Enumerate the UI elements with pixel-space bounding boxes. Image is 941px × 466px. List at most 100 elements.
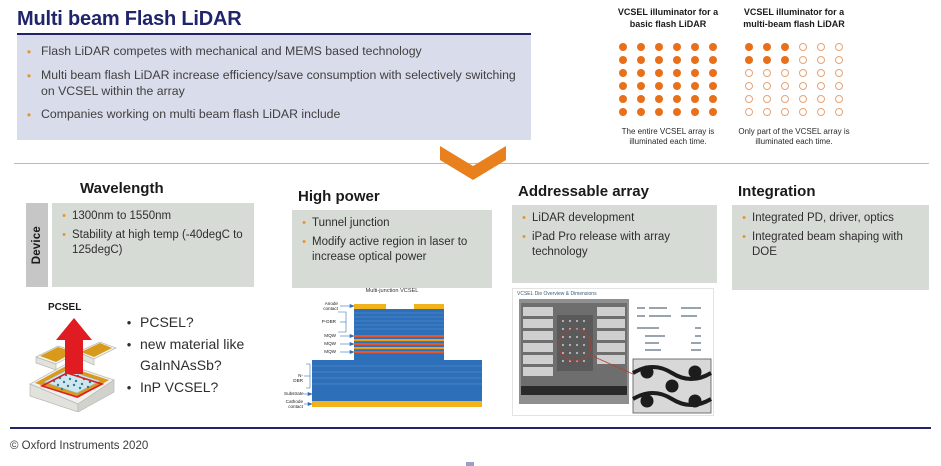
vcsel-dot-lit	[619, 82, 627, 90]
page-title: Multi beam Flash LiDAR	[17, 8, 242, 30]
intro-item-text: Companies working on multi beam flash Li…	[41, 107, 341, 121]
vcsel-dot-lit	[673, 95, 681, 103]
vcsel-dot-unlit	[835, 95, 843, 103]
bullet-icon: •	[62, 210, 66, 222]
vcsel-dot-lit	[673, 82, 681, 90]
column-item-text: Integrated beam shaping with DOE	[752, 231, 903, 258]
vcsel-dot-unlit	[835, 69, 843, 77]
list-item: • InP VCSEL?	[118, 377, 298, 398]
list-item: • Integrated beam shaping with DOE	[736, 230, 921, 260]
vcsel-dot-lit	[655, 95, 663, 103]
vcsel-dot-lit	[619, 56, 627, 64]
vcsel-dot-unlit	[781, 95, 789, 103]
bullet-icon: •	[126, 337, 132, 352]
vcsel-dot-lit	[709, 43, 717, 51]
list-item: • PCSEL?	[118, 312, 298, 333]
footer-copyright: © Oxford Instruments 2020	[10, 440, 149, 452]
vcsel-dot-lit	[709, 95, 717, 103]
vcsel-dot-unlit	[763, 69, 771, 77]
column-list-addressable-array: • LiDAR development • iPad Pro release w…	[512, 205, 717, 270]
mjv-title: Multi-junction VCSEL	[365, 288, 419, 294]
vcsel-dot-unlit	[817, 56, 825, 64]
vcsel-dot-lit	[655, 108, 663, 116]
multi-junction-vcsel-diagram: Multi-junction VCSEL	[284, 288, 492, 414]
mjv-label-pdbr: P-DBR	[321, 319, 336, 324]
intro-bullet-list: • Flash LiDAR competes with mechanical a…	[17, 36, 531, 123]
mjv-label-anode: Anode contact	[323, 301, 338, 312]
column-box-wavelength: • 1300nm to 1550nm • Stability at high t…	[52, 203, 254, 287]
vcsel-dot-lit	[709, 82, 717, 90]
vcsel-dot-unlit	[799, 82, 807, 90]
column-heading-wavelength: Wavelength	[80, 180, 164, 197]
vcsel-dot-unlit	[745, 82, 753, 90]
bullet-icon: •	[126, 315, 132, 330]
vcsel-dot-lit	[691, 82, 699, 90]
vcsel-dot-lit	[763, 43, 771, 51]
vcsel-dot-lit	[655, 69, 663, 77]
vcsel-dot-lit	[691, 69, 699, 77]
vcsel-dot-lit	[673, 43, 681, 51]
section-divider	[14, 163, 929, 164]
bullet-icon: •	[742, 212, 746, 224]
vcsel-dot-unlit	[835, 82, 843, 90]
vcsel-dot-unlit	[817, 95, 825, 103]
vcsel-dot-lit	[673, 108, 681, 116]
vcsel-dot-lit	[709, 69, 717, 77]
vcsel-dot-unlit	[799, 95, 807, 103]
vcsel-dot-unlit	[745, 95, 753, 103]
vcsel-dot-lit	[745, 56, 753, 64]
vcsel-dot-lit	[709, 56, 717, 64]
vcsel-basic-caption-bottom: The entire VCSEL array is illuminated ea…	[621, 127, 715, 146]
list-item: • Companies working on multi beam flash …	[17, 106, 531, 123]
pcsel-item-text: InP VCSEL?	[140, 379, 219, 395]
intro-panel	[17, 35, 531, 140]
list-item: • Integrated PD, driver, optics	[736, 211, 921, 226]
vcsel-dot-lit	[655, 43, 663, 51]
column-item-text: Tunnel junction	[312, 217, 390, 229]
bullet-icon: •	[126, 380, 132, 395]
intro-item-text: Multi beam flash LiDAR increase efficien…	[41, 68, 516, 98]
vcsel-dot-lit	[781, 43, 789, 51]
vcsel-dot-unlit	[745, 108, 753, 116]
column-heading-integration: Integration	[738, 183, 816, 200]
pcsel-illustration	[22, 312, 117, 413]
vcsel-dot-lit	[655, 82, 663, 90]
mjv-label-cathode: Cathode contact	[285, 399, 303, 410]
vcsel-dot-lit	[781, 56, 789, 64]
device-rail: Device	[26, 203, 48, 287]
footer-rule	[10, 427, 931, 429]
vcsel-dot-unlit	[817, 43, 825, 51]
bullet-icon: •	[26, 69, 32, 83]
bullet-icon: •	[302, 236, 306, 248]
vcsel-dot-lit	[637, 43, 645, 51]
vcsel-multibeam-caption-bottom: Only part of the VCSEL array is illumina…	[738, 127, 850, 146]
vcsel-dot-unlit	[799, 69, 807, 77]
vcsel-dot-lit	[619, 69, 627, 77]
vcsel-dot-lit	[637, 108, 645, 116]
bullet-icon: •	[62, 229, 66, 241]
vcsel-dot-unlit	[799, 108, 807, 116]
vcsel-multibeam-caption-top: VCSEL illuminator for a multi-beam flash…	[743, 7, 845, 29]
list-item: • Stability at high temp (-40degC to 125…	[56, 228, 246, 258]
list-item: • Flash LiDAR competes with mechanical a…	[17, 43, 531, 60]
vcsel-dot-lit	[691, 43, 699, 51]
column-item-text: 1300nm to 1550nm	[72, 210, 172, 222]
vcsel-dot-unlit	[817, 108, 825, 116]
column-heading-high-power: High power	[298, 188, 380, 205]
vcsel-dot-unlit	[781, 108, 789, 116]
vcsel-dot-unlit	[763, 95, 771, 103]
column-item-text: Integrated PD, driver, optics	[752, 212, 894, 224]
vcsel-dot-lit	[637, 95, 645, 103]
list-item: • Modify active region in laser to incre…	[296, 235, 484, 265]
list-item: • Tunnel junction	[296, 216, 484, 231]
vcsel-dot-unlit	[781, 69, 789, 77]
vcsel-dot-unlit	[835, 56, 843, 64]
vcsel-dot-unlit	[817, 82, 825, 90]
vcsel-dot-lit	[763, 56, 771, 64]
vcsel-dot-lit	[619, 43, 627, 51]
column-item-text: iPad Pro release with array technology	[532, 231, 671, 258]
list-item: • LiDAR development	[516, 211, 709, 226]
chevron-down-icon	[440, 146, 506, 180]
list-item: • new material like GaInNAsSb?	[118, 334, 298, 376]
